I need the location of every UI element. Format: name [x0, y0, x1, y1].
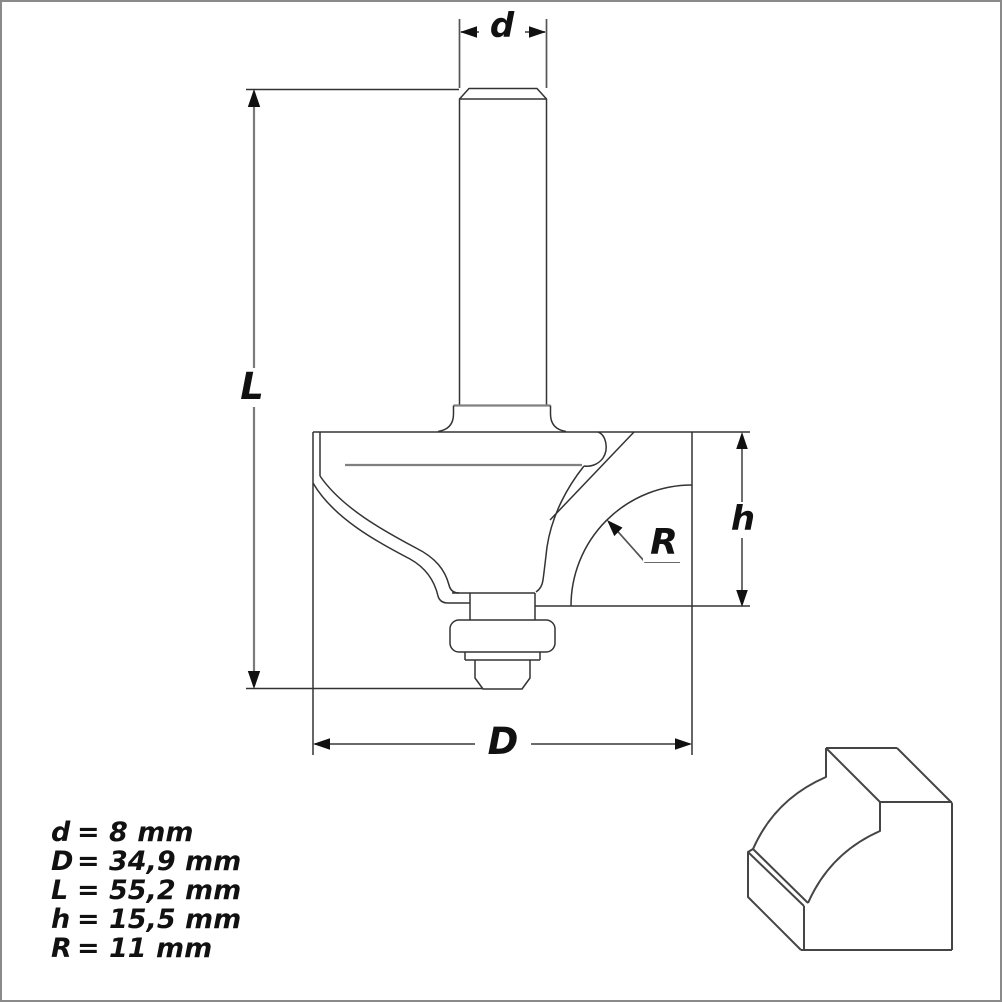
h-arrow-up-icon — [736, 432, 748, 449]
flute-curve-outer — [312, 482, 470, 604]
label-radius: R — [643, 524, 685, 562]
D-arrow-right-icon — [675, 738, 692, 750]
spec-value: = 15,5 mm — [77, 904, 242, 935]
far-flute-hook — [583, 431, 607, 467]
spec-row-D: D = 34,9 mm — [51, 847, 241, 876]
wood-right-and-bottom-edges — [801, 803, 953, 951]
spec-row-R: R = 11 mm — [51, 934, 241, 963]
wood-back-roundover-profile — [752, 748, 827, 850]
far-flute-shear-line — [549, 431, 635, 521]
shank-outline — [458, 87, 548, 405]
collar-sides — [437, 405, 567, 433]
R-arrowhead-icon — [607, 520, 623, 537]
d-arrow-left-icon — [460, 26, 477, 38]
spec-row-d: d = 8 mm — [51, 818, 241, 847]
spec-value: = 8 mm — [77, 817, 194, 848]
spec-symbol: D — [51, 846, 74, 877]
wood-top-face — [825, 747, 953, 804]
spec-value: = 34,9 mm — [77, 846, 242, 877]
label-cutting-height: h — [723, 501, 763, 538]
d-extension-lines — [458, 19, 548, 88]
dimension-L — [246, 88, 483, 690]
router-bit — [312, 87, 750, 755]
spec-symbol: R — [51, 933, 72, 964]
d-arrow-right-icon — [529, 26, 546, 38]
spec-row-L: L = 55,2 mm — [51, 876, 241, 905]
wood-lower-step — [747, 852, 805, 951]
D-arrow-left-icon — [313, 738, 330, 750]
radius-profile-arc — [570, 484, 693, 607]
spec-row-h: h = 15,5 mm — [51, 905, 241, 934]
wood-lower-fillet-ridge — [747, 848, 809, 907]
radius-leader — [607, 520, 680, 563]
wood-front-roundover-profile — [807, 802, 881, 904]
label-total-length: L — [229, 367, 275, 407]
spec-symbol: d — [51, 817, 71, 848]
bearing-hub — [452, 592, 536, 620]
spec-symbol: h — [51, 904, 71, 935]
spec-value: = 11 mm — [77, 933, 213, 964]
bearing-washer-step — [464, 652, 541, 661]
L-arrow-down-icon — [247, 671, 261, 689]
flute-curve-inner — [319, 475, 460, 594]
bearing-screw — [474, 660, 531, 690]
L-arrow-up-icon — [247, 89, 261, 107]
dimension-D — [313, 738, 692, 750]
spec-value: = 55,2 mm — [77, 875, 242, 906]
spec-symbol: L — [51, 875, 69, 906]
label-cutting-diameter: D — [477, 722, 529, 762]
dimension-spec-list: d = 8 mm D = 34,9 mm L = 55,2 mm h = 15,… — [51, 818, 241, 963]
far-flute-edge-curve — [535, 465, 585, 593]
h-arrow-down-icon — [736, 590, 748, 607]
wood-profile-illustration — [747, 747, 953, 951]
guide-bearing — [449, 619, 556, 653]
label-shank-diameter: d — [479, 8, 525, 45]
R-leader-line — [611, 524, 680, 563]
